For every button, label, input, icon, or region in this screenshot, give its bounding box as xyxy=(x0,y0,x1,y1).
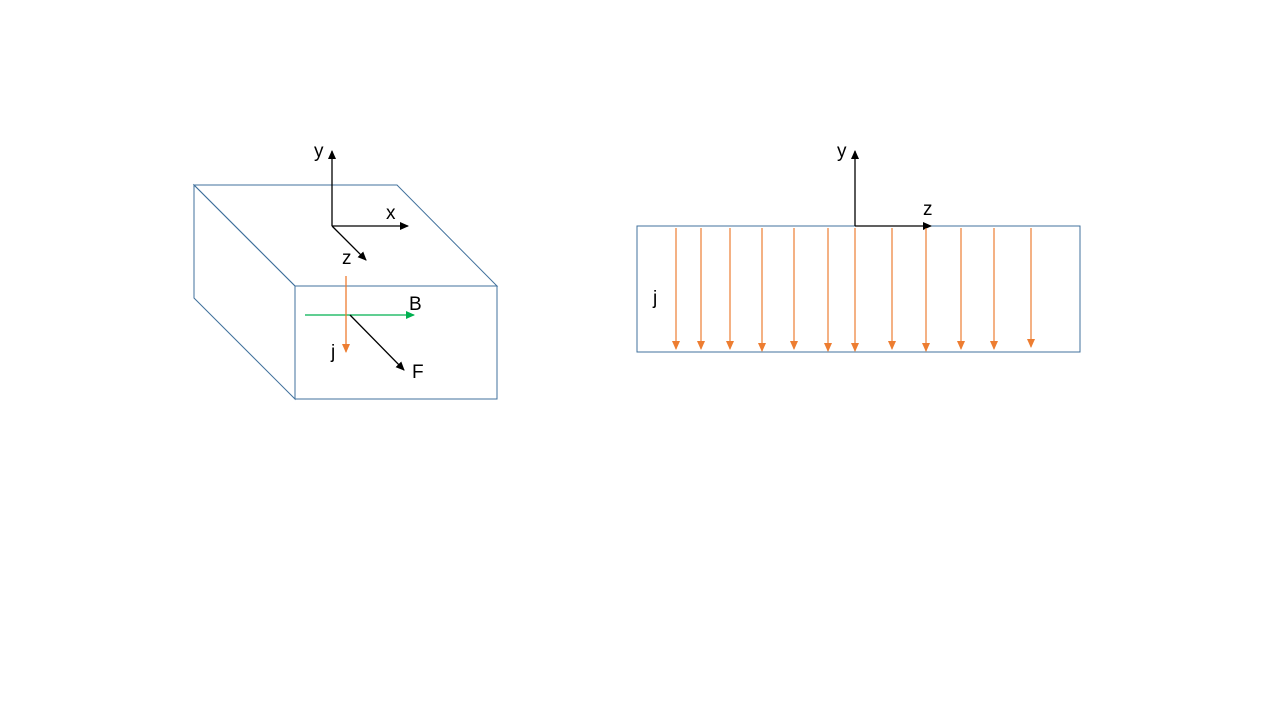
left-x-axis-label: x xyxy=(386,203,396,224)
left-diagram: y x z B j F xyxy=(192,141,499,401)
left-z-axis xyxy=(331,225,367,261)
right-z-axis-label: z xyxy=(923,199,933,220)
right-current-label: j xyxy=(652,288,657,309)
current-arrows-group xyxy=(672,228,1035,352)
slab-front-face xyxy=(294,285,498,400)
right-axes xyxy=(851,150,932,230)
slab-cross-section xyxy=(636,225,1081,353)
slab-box xyxy=(192,183,499,401)
right-diagram: y z j xyxy=(636,141,1081,353)
force-label: F xyxy=(412,362,424,383)
left-y-axis-label: y xyxy=(314,141,324,162)
current-density-label: j xyxy=(330,342,335,363)
left-axes xyxy=(328,150,409,261)
magnetic-field-label: B xyxy=(409,294,422,315)
force-arrow xyxy=(349,314,405,371)
slab-side-face xyxy=(193,183,296,401)
slab-top-face xyxy=(192,184,499,287)
right-y-axis-label: y xyxy=(837,141,847,162)
left-z-axis-label: z xyxy=(342,248,352,269)
